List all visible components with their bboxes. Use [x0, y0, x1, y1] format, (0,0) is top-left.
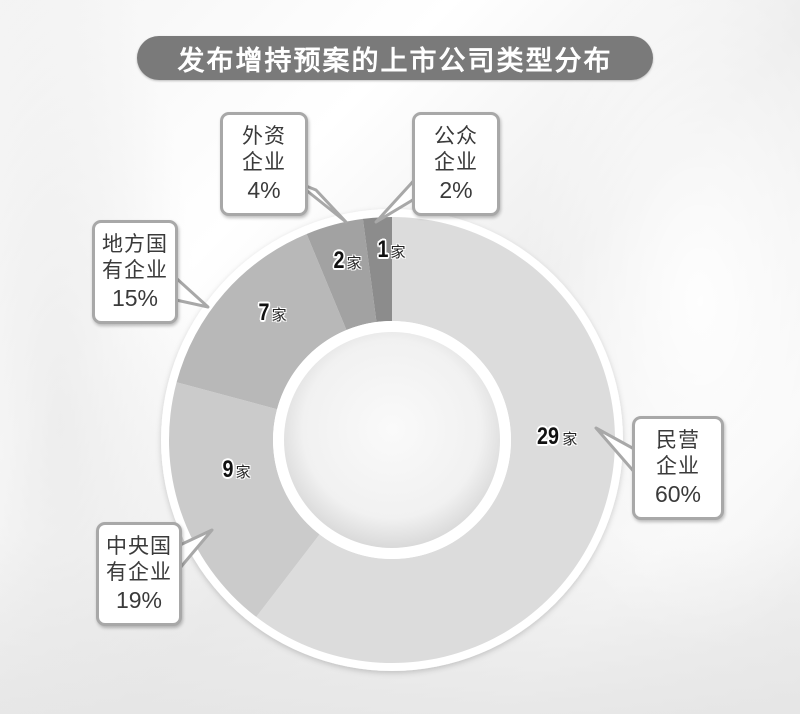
- chart-title: 发布增持预案的上市公司类型分布: [177, 45, 613, 77]
- donut-hole: [284, 332, 500, 548]
- callout-public: 公众 企业 2%: [412, 112, 500, 216]
- donut-segment: [256, 217, 615, 663]
- donut-segments: [169, 217, 615, 663]
- donut-segment: [306, 218, 377, 331]
- donut-segment: [362, 217, 392, 323]
- donut-segment: [169, 382, 320, 617]
- callout-foreign: 外资 企业 4%: [220, 112, 308, 216]
- callout-local-soe: 地方国 有企业 15%: [92, 220, 178, 324]
- callout-pointer: [174, 276, 210, 309]
- callout-central-soe: 中央国 有企业 19%: [96, 522, 182, 626]
- chart-title-bar: 发布增持预案的上市公司类型分布: [137, 36, 653, 80]
- donut-segment: [176, 233, 347, 410]
- callout-private: 民营 企业 60%: [632, 416, 724, 520]
